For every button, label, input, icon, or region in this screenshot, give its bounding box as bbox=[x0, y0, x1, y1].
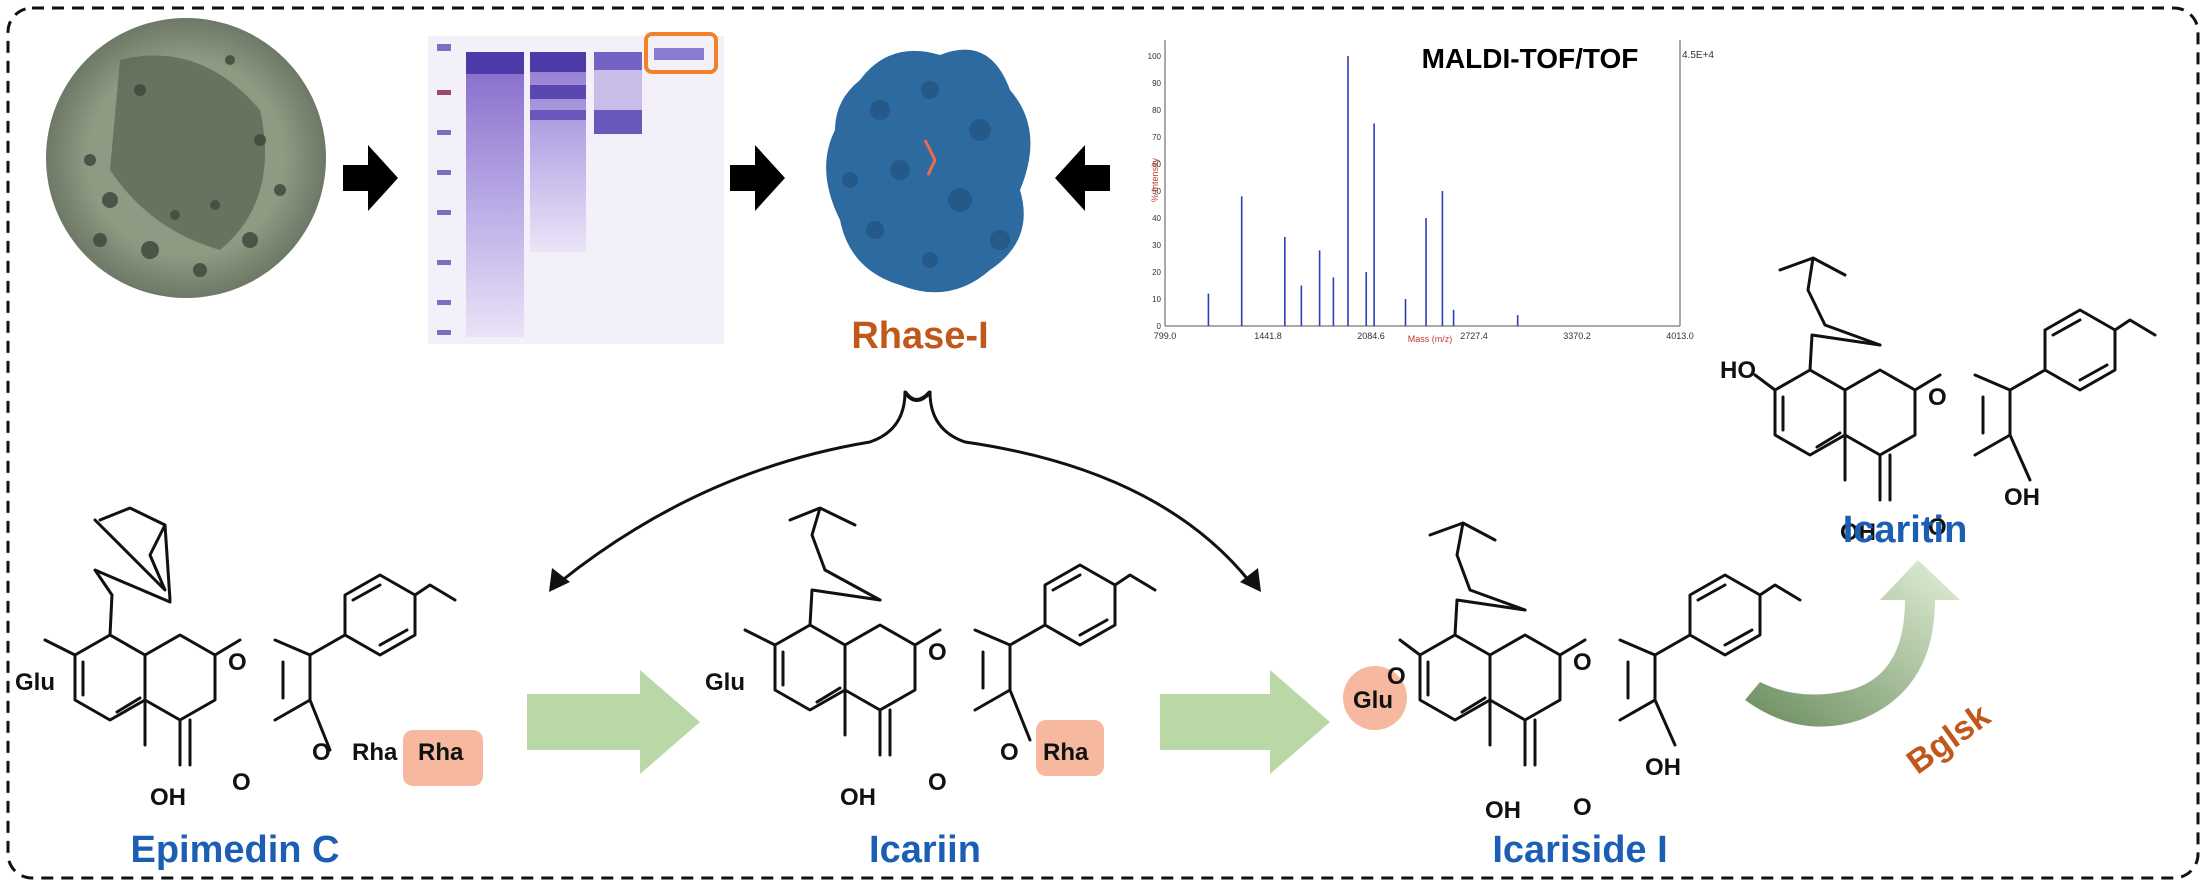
molecule-icaritin: HO O O OH OH Icaritin bbox=[1720, 256, 2157, 551]
atom-oh: OH bbox=[1485, 797, 1521, 824]
ms-y-ticks: 0 10 20 30 40 50 60 70 80 90 100 bbox=[1148, 52, 1162, 331]
ms-title: MALDI-TOF/TOF bbox=[1422, 43, 1639, 74]
black-arrow-2 bbox=[730, 145, 785, 211]
ms-y-tick-label: 20 bbox=[1152, 268, 1161, 277]
atom-o: O bbox=[228, 649, 247, 676]
branch-brace bbox=[558, 390, 1252, 584]
atom-o: O bbox=[1387, 663, 1406, 690]
compound-label: Icariside I bbox=[1492, 829, 1667, 871]
rha-box-2 bbox=[1036, 720, 1104, 776]
ms-y-tick-label: 70 bbox=[1152, 133, 1161, 142]
atom-o: O bbox=[928, 639, 947, 666]
curved-arrow bbox=[1745, 560, 1960, 727]
ms-x-ticks: 799.0 1441.8 2084.6 2727.4 3370.2 4013.0 bbox=[1154, 331, 1694, 341]
atom-glu: Glu bbox=[705, 669, 745, 696]
atom-o: O bbox=[312, 739, 331, 766]
brace-tip bbox=[903, 390, 932, 402]
ms-y-tick-label: 100 bbox=[1148, 52, 1162, 61]
atom-rha: Rha bbox=[418, 739, 464, 766]
ms-max-label: 4.5E+4 bbox=[1682, 50, 1714, 61]
ms-x-tick-label: 2084.6 bbox=[1357, 331, 1385, 341]
atom-glu: Glu bbox=[1353, 687, 1393, 714]
rha-box-1 bbox=[403, 730, 483, 786]
ms-y-tick-label: 10 bbox=[1152, 295, 1161, 304]
black-arrow-1 bbox=[343, 145, 398, 211]
molecule-epimedin-c: Glu O O OH O Rha Rha Epimedin C bbox=[15, 506, 483, 871]
atom-oh: OH bbox=[840, 784, 876, 811]
protein-structure bbox=[826, 49, 1031, 293]
ms-xlabel: Mass (m/z) bbox=[1408, 334, 1453, 344]
ms-x-tick-label: 3370.2 bbox=[1563, 331, 1591, 341]
ms-x-tick-label: 2727.4 bbox=[1460, 331, 1488, 341]
ms-y-tick-label: 60 bbox=[1152, 160, 1161, 169]
petri-dish bbox=[46, 18, 326, 298]
ms-x-tick-label: 4013.0 bbox=[1666, 331, 1694, 341]
ms-y-tick-label: 0 bbox=[1157, 322, 1162, 331]
ms-y-tick-label: 40 bbox=[1152, 214, 1161, 223]
atom-o: O bbox=[1573, 649, 1592, 676]
molecule-icariin: Glu O O OH O Rha Icariin bbox=[705, 506, 1157, 871]
molecule-icariside: Glu O O O OH OH Icariside I bbox=[1343, 521, 1802, 871]
atom-o: O bbox=[928, 769, 947, 796]
atom-oh: OH bbox=[1645, 754, 1681, 781]
glu-circle bbox=[1343, 666, 1407, 730]
atom-rha: Rha bbox=[352, 739, 398, 766]
atom-o: O bbox=[232, 769, 251, 796]
bglsk-label: Bglsk bbox=[1900, 696, 1997, 781]
ms-peaks bbox=[1207, 56, 1519, 326]
ms-spectrum: 0 10 20 30 40 50 60 70 80 90 100 799.0 1441.8 2084.6… bbox=[1148, 40, 1714, 344]
atom-ho: HO bbox=[1720, 357, 1756, 384]
atom-o: O bbox=[1000, 739, 1019, 766]
atom-o: O bbox=[1928, 514, 1947, 541]
sds-page-gel bbox=[428, 32, 724, 344]
branch-arrowhead-left bbox=[549, 568, 570, 592]
ms-x-tick-label: 799.0 bbox=[1154, 331, 1177, 341]
atom-rha: Rha bbox=[1043, 739, 1089, 766]
branch-arrowhead-right bbox=[1240, 568, 1261, 592]
atom-o: O bbox=[1573, 794, 1592, 821]
atom-glu: Glu bbox=[15, 669, 55, 696]
ms-y-tick-label: 30 bbox=[1152, 241, 1161, 250]
ms-ylabel: % Intensity bbox=[1150, 157, 1160, 202]
ms-y-tick-label: 90 bbox=[1152, 79, 1161, 88]
compound-label: Icariin bbox=[869, 829, 981, 871]
black-arrow-3 bbox=[1055, 145, 1110, 211]
ms-y-tick-label: 80 bbox=[1152, 106, 1161, 115]
atom-oh: OH bbox=[2004, 484, 2040, 511]
atom-oh: OH bbox=[150, 784, 186, 811]
green-arrow-1 bbox=[527, 670, 700, 774]
atom-oh: OH bbox=[1840, 519, 1876, 546]
atom-o: O bbox=[1928, 384, 1947, 411]
compound-label: Icaritin bbox=[1843, 509, 1968, 551]
dashed-frame bbox=[6, 6, 2200, 880]
compound-label: Epimedin C bbox=[130, 829, 339, 871]
ms-x-tick-label: 1441.8 bbox=[1254, 331, 1282, 341]
ms-y-tick-label: 50 bbox=[1152, 187, 1161, 196]
enzyme-label: Rhase-I bbox=[851, 315, 988, 357]
green-arrow-2 bbox=[1160, 670, 1330, 774]
